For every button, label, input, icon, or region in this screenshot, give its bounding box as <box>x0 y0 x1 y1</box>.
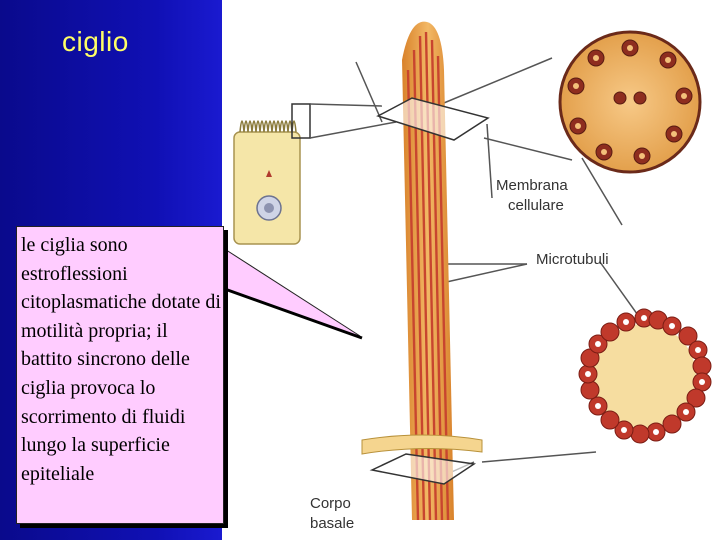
basal-body-cross-section <box>579 309 711 443</box>
slide-title: ciglio <box>62 26 129 58</box>
epithelial-cell <box>234 104 310 244</box>
label-microtubuli: Microtubuli <box>536 250 609 270</box>
axoneme-cross-section <box>560 32 700 172</box>
label-membrana-line1: Membrana <box>496 176 568 196</box>
label-membrana-line2: cellulare <box>496 196 568 216</box>
label-corpo-basale: Corpo basale <box>310 494 354 534</box>
callout-text: le ciglia sono estroflessioni citoplasma… <box>21 231 221 488</box>
callout-box: le ciglia sono estroflessioni citoplasma… <box>16 226 224 524</box>
cilium-diagram: Membrana cellulare Microtubuli Corpo bas… <box>222 0 720 540</box>
label-corpo-line2: basale <box>310 514 354 534</box>
label-membrana: Membrana cellulare <box>496 176 568 216</box>
cilium-shaft <box>362 22 488 520</box>
label-corpo-line1: Corpo <box>310 494 354 514</box>
